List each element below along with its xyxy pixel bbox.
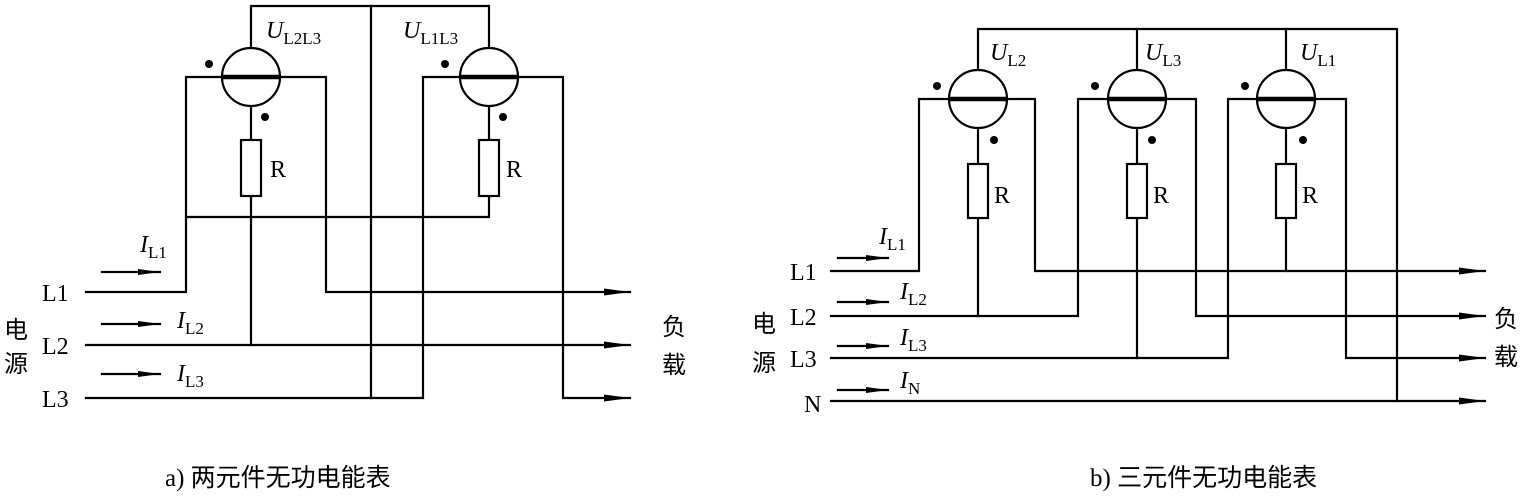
polarity-dot — [1299, 136, 1307, 144]
resistor-label-a2: R — [506, 157, 522, 183]
load-label-a-2: 载 — [662, 352, 686, 379]
resistor-label-b2: R — [1153, 183, 1169, 209]
line-label-b-l1: L1 — [790, 260, 817, 286]
load-label-b-1: 负 — [1494, 306, 1518, 333]
current-label-b-l2: IL2 — [899, 279, 927, 309]
resistor-b2 — [1125, 162, 1149, 220]
voltage-label-a-1: UL2L3 — [266, 18, 321, 48]
caption-b: b) 三元件无功电能表 — [1090, 464, 1317, 492]
polarity-dot — [1241, 82, 1249, 90]
voltage-label-b-2: UL3 — [1145, 40, 1181, 70]
resistor-b1 — [966, 162, 990, 220]
meter-element-b3 — [1241, 68, 1317, 220]
load-label-a-1: 负 — [662, 314, 686, 341]
resistor-label-b3: R — [1302, 183, 1318, 209]
polarity-dot — [990, 136, 998, 144]
current-label-b-l3: IL3 — [899, 325, 927, 355]
voltage-label-a-2: UL1L3 — [403, 18, 458, 48]
resistor-a1 — [239, 138, 263, 198]
source-label-b-2: 源 — [752, 350, 776, 377]
line-label-b-l2: L2 — [790, 305, 817, 331]
meter-element-a2 — [441, 46, 520, 198]
voltage-label-b-1: UL2 — [990, 40, 1026, 70]
polarity-dot — [261, 113, 269, 121]
polarity-dot — [499, 113, 507, 121]
diagram-a-two-element-meter: L1 L2 L3 电 源 负 载 IL1 IL2 IL3 UL2L3 UL1L3… — [4, 4, 686, 492]
current-label-a-l1: IL1 — [139, 232, 167, 262]
source-label-a-1: 电 — [4, 317, 28, 344]
line-label-b-l3: L3 — [790, 347, 817, 373]
caption-a: a) 两元件无功电能表 — [165, 464, 391, 492]
current-label-b-n: IN — [899, 368, 920, 398]
polarity-dot — [933, 82, 941, 90]
resistor-label-a1: R — [270, 157, 286, 183]
load-label-b-2: 载 — [1494, 344, 1518, 371]
line-label-a-l1: L1 — [42, 281, 69, 307]
voltage-label-b-3: UL1 — [1300, 40, 1336, 70]
resistor-label-b1: R — [994, 183, 1010, 209]
diagram-b-wiring — [829, 27, 1487, 405]
current-label-b-l1: IL1 — [878, 224, 906, 254]
meter-element-a1 — [205, 46, 282, 198]
meter-element-b2 — [1091, 68, 1168, 220]
current-label-a-l3: IL3 — [176, 361, 204, 391]
polarity-dot — [205, 60, 213, 68]
line-label-a-l3: L3 — [42, 387, 69, 413]
source-label-b-1: 电 — [752, 311, 776, 338]
line-label-b-n: N — [804, 392, 821, 418]
current-label-a-l2: IL2 — [176, 308, 204, 338]
meter-element-b1 — [933, 68, 1009, 220]
polarity-dot — [441, 60, 449, 68]
diagram-a-wiring — [84, 4, 632, 402]
polarity-dot — [1148, 136, 1156, 144]
polarity-dot — [1091, 82, 1099, 90]
source-label-a-2: 源 — [4, 351, 28, 378]
resistor-b3 — [1274, 162, 1298, 220]
line-label-a-l2: L2 — [42, 334, 69, 360]
diagram-b-three-element-meter: L1 L2 L3 N 电 源 负 载 IL1 IL2 IL3 IN UL2 UL… — [752, 27, 1518, 492]
resistor-a2 — [477, 138, 501, 198]
